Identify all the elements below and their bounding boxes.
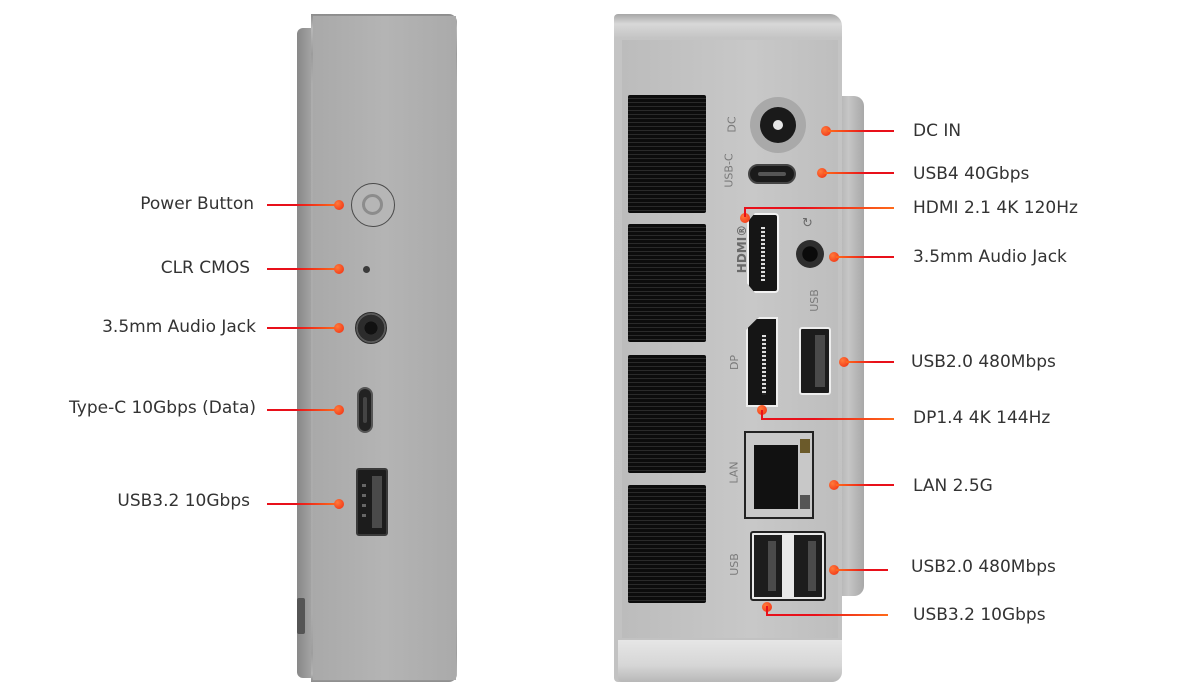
usb4-port[interactable] bbox=[748, 164, 796, 184]
clr-cmos-pinhole[interactable] bbox=[363, 266, 370, 273]
callout-dot bbox=[829, 480, 839, 490]
usb-a-front-port[interactable] bbox=[356, 468, 388, 536]
leader-line bbox=[744, 207, 746, 217]
leader-line bbox=[761, 418, 894, 420]
callout-dot bbox=[839, 357, 849, 367]
callout-dot bbox=[821, 126, 831, 136]
label-hdmi: HDMI 2.1 4K 120Hz bbox=[913, 198, 1078, 218]
leader-line bbox=[846, 361, 894, 363]
type-c-front-port[interactable] bbox=[357, 387, 373, 433]
dc-in-port[interactable] bbox=[750, 97, 806, 153]
leader-line bbox=[828, 130, 894, 132]
callout-dot bbox=[829, 565, 839, 575]
leader-line bbox=[836, 256, 894, 258]
leader-line bbox=[267, 409, 337, 411]
port-marking-usbc: USB-C bbox=[722, 153, 736, 188]
label-usb32-dual: USB3.2 10Gbps bbox=[913, 605, 1046, 625]
lan-led-icon bbox=[800, 495, 810, 509]
label-audio-jack-front: 3.5mm Audio Jack bbox=[102, 317, 256, 337]
port-marking-lan: LAN bbox=[727, 461, 741, 484]
leader-line bbox=[744, 207, 894, 209]
rear-device-bottom-lip bbox=[618, 640, 842, 682]
leader-line bbox=[824, 172, 894, 174]
callout-dot bbox=[334, 405, 344, 415]
vent-grille bbox=[628, 355, 706, 473]
leader-line bbox=[267, 503, 337, 505]
headphone-icon: ↻ bbox=[802, 216, 813, 231]
label-dp: DP1.4 4K 144Hz bbox=[913, 408, 1051, 428]
port-marking-usb-single: USB bbox=[807, 289, 821, 312]
callout-dot bbox=[817, 168, 827, 178]
leader-line bbox=[836, 569, 888, 571]
callout-dot bbox=[334, 264, 344, 274]
callout-dot bbox=[334, 200, 344, 210]
audio-jack-front-port[interactable] bbox=[355, 312, 387, 344]
rear-device-side bbox=[838, 96, 864, 596]
front-device-side-edge bbox=[297, 28, 313, 678]
lan-led-icon bbox=[800, 439, 810, 453]
leader-line bbox=[766, 614, 888, 616]
port-marking-dp: DP bbox=[728, 354, 742, 371]
usb32-dual-port[interactable] bbox=[754, 535, 782, 597]
lan-port[interactable] bbox=[744, 431, 814, 519]
vent-grille bbox=[628, 224, 706, 342]
usb2-single-port[interactable] bbox=[799, 327, 831, 395]
port-marking-dc: DC bbox=[725, 116, 739, 133]
label-usb4: USB4 40Gbps bbox=[913, 164, 1030, 184]
dp-port[interactable] bbox=[746, 317, 778, 407]
leader-line bbox=[267, 204, 337, 206]
usb2-dual-port[interactable] bbox=[794, 535, 822, 597]
label-usb2-dual: USB2.0 480Mbps bbox=[911, 557, 1056, 577]
callout-dot bbox=[334, 323, 344, 333]
label-dc-in: DC IN bbox=[913, 121, 962, 141]
leader-line bbox=[267, 268, 337, 270]
leader-line bbox=[836, 484, 894, 486]
callout-dot bbox=[829, 252, 839, 262]
vent-grille bbox=[628, 485, 706, 603]
hdmi-port[interactable] bbox=[747, 213, 779, 293]
audio-jack-rear-port[interactable] bbox=[796, 240, 824, 268]
label-usb2-single: USB2.0 480Mbps bbox=[911, 352, 1056, 372]
leader-line bbox=[761, 410, 763, 419]
callout-dot bbox=[334, 499, 344, 509]
front-device-face bbox=[313, 16, 456, 680]
label-type-c-front: Type-C 10Gbps (Data) bbox=[69, 398, 256, 418]
label-power-button: Power Button bbox=[140, 194, 254, 214]
usb-dual-port-block bbox=[750, 531, 826, 601]
callout-dot bbox=[740, 213, 750, 223]
power-ring-icon bbox=[362, 194, 383, 215]
leader-line bbox=[267, 327, 337, 329]
label-lan: LAN 2.5G bbox=[913, 476, 993, 496]
vent-grille bbox=[628, 95, 706, 213]
label-usb-a-front: USB3.2 10Gbps bbox=[117, 491, 250, 511]
front-device-foot bbox=[297, 598, 305, 634]
port-marking-usb-dual: USB bbox=[727, 553, 741, 576]
label-clr-cmos: CLR CMOS bbox=[160, 258, 250, 278]
label-audio-jack-rear: 3.5mm Audio Jack bbox=[913, 247, 1067, 267]
power-button-port[interactable] bbox=[351, 183, 395, 227]
leader-line bbox=[766, 606, 768, 615]
